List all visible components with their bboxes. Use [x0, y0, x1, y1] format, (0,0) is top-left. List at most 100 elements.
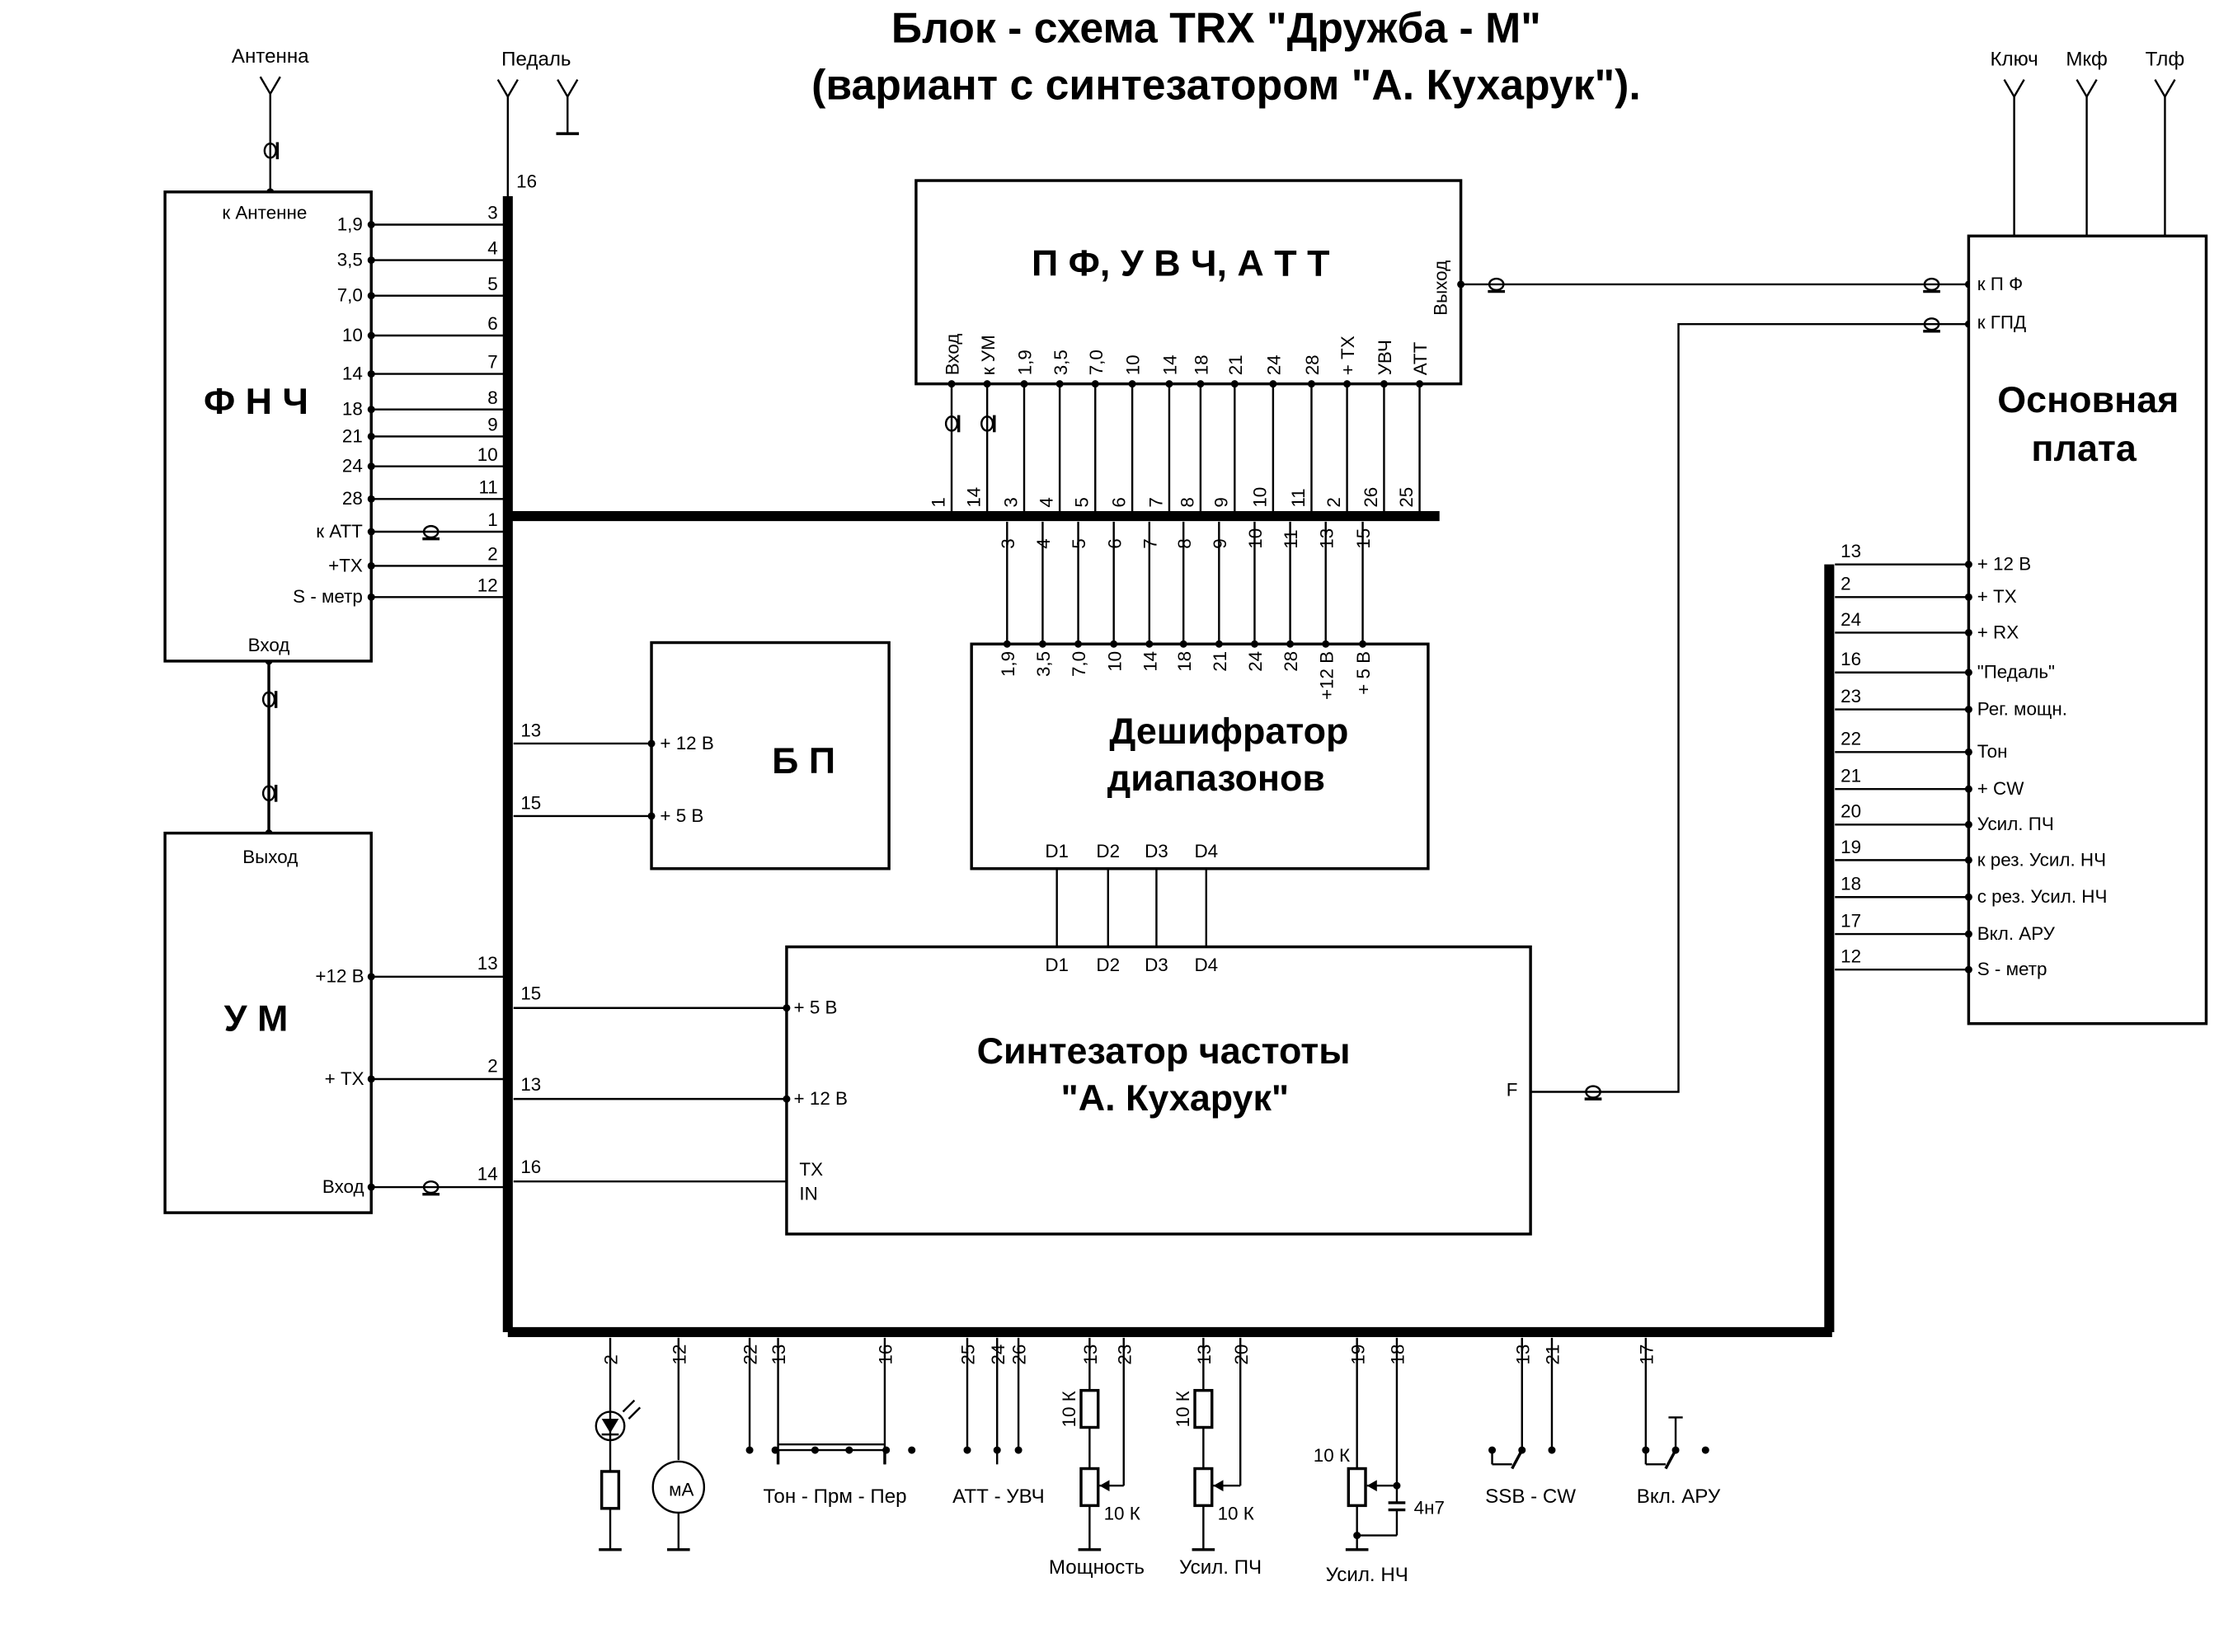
lpf-bus-number: 3 [487, 203, 497, 223]
bandpass-pin-dot [1416, 380, 1424, 388]
control-bus-number: 16 [876, 1345, 896, 1365]
led-light-icon [628, 1406, 642, 1420]
decoder-pin-label: 18 [1174, 651, 1195, 672]
psu-pin-dot [647, 812, 656, 820]
decoder-pin-label: 21 [1210, 651, 1230, 672]
band-decoder-block[interactable]: Дешифратор диапазонов 31,943,557,0610714… [970, 521, 1430, 947]
decoder-output-label: D1 [1045, 841, 1069, 861]
pot-label: Мощность [1049, 1556, 1145, 1579]
bandpass-pin-label: + ТХ [1338, 336, 1358, 375]
lpf-bus-number: 10 [477, 444, 498, 465]
band-decoder-box[interactable] [970, 642, 1430, 871]
mode-switch-label: Тон - Прм - Пер [764, 1485, 907, 1508]
power-amp-output-label: Выход [242, 847, 298, 867]
lpf-pin-dot [367, 432, 375, 440]
main-board-pin-label: Тон [1977, 741, 2008, 762]
pa-pin-dot [367, 1075, 375, 1083]
lpf-pin-dot [367, 561, 375, 570]
lpf-pin-label: 7,0 [337, 285, 363, 306]
synth-input-label: D4 [1194, 955, 1218, 975]
lpf-pin-dot [367, 495, 375, 503]
decoder-bus-number: 10 [1245, 528, 1266, 549]
lpf-pin-dot [367, 370, 375, 378]
lpf-bus-number: 12 [477, 575, 498, 595]
bandpass-bus-number: 25 [1396, 487, 1417, 508]
lpf-bus-number: 7 [487, 352, 497, 373]
control-bus-number: 13 [1512, 1345, 1533, 1365]
main-board-pin-label: + RX [1977, 622, 2019, 642]
control-bus-number: 13 [1194, 1345, 1215, 1365]
bandpass-bus-number: 8 [1177, 497, 1197, 507]
pot-label: Усил. НЧ [1326, 1564, 1408, 1586]
bandpass-bus-number: 9 [1211, 497, 1232, 507]
main-board-pin-label: с рез. Усил. НЧ [1977, 886, 2108, 907]
power-amp-box[interactable] [163, 831, 373, 1214]
decoder-pin-label: 24 [1245, 651, 1266, 672]
bandpass-pin-label: 18 [1192, 354, 1212, 375]
pot-value: 10 К [1104, 1504, 1140, 1524]
bandpass-title: П Ф, У В Ч, А Т Т [1032, 242, 1330, 284]
control-bus-number: 19 [1347, 1345, 1368, 1365]
main-board-title-2: плата [2031, 427, 2137, 469]
main-board-bus-number: 21 [1841, 766, 1861, 786]
bandpass-bus-number: 10 [1249, 487, 1270, 508]
agc-switch-label: Вкл. АРУ [1637, 1485, 1721, 1508]
pa-bus-number: 2 [487, 1055, 497, 1076]
main-board-pin-dot [1964, 748, 1972, 756]
front-jack-2 [2164, 78, 2176, 97]
lpf-block[interactable]: Ф Н Ч к Антенне Вход 1,933,547,051061471… [163, 190, 505, 663]
decoder-pin-label: 14 [1140, 651, 1160, 672]
bandpass-pin-label: 21 [1225, 354, 1246, 375]
decoder-pin-label: 1,9 [998, 651, 1018, 677]
antenna-label: Антенна [232, 45, 309, 68]
power-supply-box[interactable] [650, 641, 891, 871]
bandpass-pin-label: АТТ [1410, 341, 1431, 375]
main-board-pin-dot [1964, 628, 1972, 636]
control-bus-number: 24 [988, 1345, 1008, 1365]
main-board-pin-label: Вкл. АРУ [1977, 923, 2056, 944]
pa-pin-dot [367, 973, 375, 981]
switch-lever [1664, 1449, 1677, 1470]
lpf-bus-number: 9 [487, 415, 497, 435]
decoder-pin-label: 10 [1104, 651, 1125, 672]
main-board-box[interactable] [1967, 234, 2208, 1025]
main-board-block[interactable]: Основная плата к П Ф к ГПД + 12 В13+ ТХ2… [1835, 234, 2208, 1025]
pa-bus-number: 13 [477, 953, 498, 974]
control-bus-number: 21 [1543, 1345, 1563, 1365]
ssb-cw-switch-label: SSB - CW [1485, 1485, 1576, 1508]
control-bus-number: 13 [769, 1345, 789, 1365]
synth-input-label: D3 [1145, 955, 1168, 975]
pot-wiper-icon [1213, 1480, 1224, 1492]
main-board-pin-to-vfo: к ГПД [1977, 312, 2026, 332]
junction-dot [1457, 280, 1465, 289]
main-board-pin-label: Рег. мощн. [1977, 698, 2067, 719]
psu-pin-label: + 5 В [660, 805, 703, 826]
decoder-pin-dot [1215, 640, 1223, 648]
lpf-bus-number: 1 [487, 509, 497, 530]
lpf-pin-label: 14 [342, 363, 363, 383]
control-bus-number: 17 [1636, 1345, 1657, 1365]
main-board-bus-number: 20 [1841, 801, 1861, 822]
decoder-bus-number: 9 [1210, 538, 1230, 548]
bandpass-pin-dot [947, 380, 956, 388]
pedal-ground-jack-icon [567, 78, 579, 97]
bandpass-bus-number: 2 [1323, 497, 1344, 507]
bus-pin-pedal: 16 [516, 171, 537, 192]
main-board-bus-number: 12 [1841, 946, 1861, 967]
power-supply-block[interactable]: Б П + 12 В13+ 5 В15 [513, 641, 891, 871]
main-board-pin-dot [1964, 785, 1972, 793]
resistor-icon [1193, 1467, 1214, 1508]
led-icon [595, 1410, 626, 1442]
synthesizer-title-1: Синтезатор частоты [977, 1030, 1351, 1072]
pa-pin-label: + ТХ [325, 1068, 364, 1089]
bandpass-box[interactable] [914, 179, 1463, 386]
synthesizer-box[interactable] [785, 945, 1532, 1236]
decoder-bus-number: 13 [1316, 528, 1337, 549]
lpf-box[interactable] [163, 190, 373, 663]
main-board-bus-number: 16 [1841, 649, 1861, 669]
main-board-pin-label: + 12 В [1977, 554, 2031, 575]
main-board-pin-dot [1964, 669, 1972, 677]
